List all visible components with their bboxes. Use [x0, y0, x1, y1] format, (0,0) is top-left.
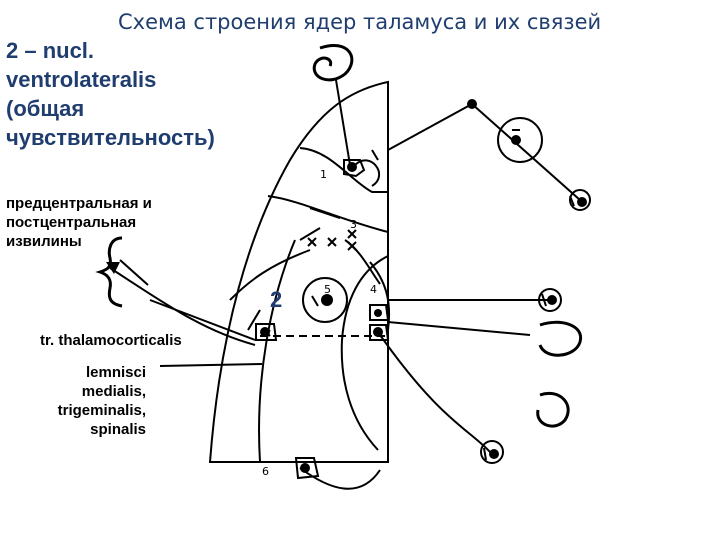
nucleus-number-6: 6 — [262, 465, 269, 478]
gyri-line: предцентральная и — [6, 195, 152, 212]
gyri-line: постцентральная — [6, 214, 137, 231]
lemnisci-line: spinalis — [90, 421, 146, 438]
spiral-top — [312, 44, 354, 82]
medial-boundary — [340, 255, 389, 451]
nucleus-number-4: 4 — [370, 283, 377, 296]
lemnisci-line: medialis, — [81, 383, 146, 400]
gyri-brace — [95, 236, 123, 308]
gyri-line: извилины — [6, 233, 82, 250]
heading-line: ventrolateralis — [6, 67, 157, 92]
heading-line: чувствительность) — [6, 125, 215, 150]
thalamocortical-arrow — [109, 267, 256, 346]
heading-line: 2 – nucl. — [6, 38, 95, 63]
slide-title: Схема строения ядер таламуса и их связей — [118, 10, 602, 34]
nucleus-number-2: 2 — [270, 287, 283, 312]
lemnisci-line: lemnisci — [85, 364, 146, 381]
nucleus-1-boundary — [299, 147, 388, 193]
thalamus-outline — [208, 80, 389, 463]
tract-label: tr. thalamocorticalis — [40, 332, 182, 349]
spiral-right-2 — [536, 391, 570, 428]
lemnisci-line: trigeminalis, — [57, 402, 146, 419]
gyri-label: предцентральная и постцентральная извили… — [6, 194, 236, 251]
nucleus-heading: 2 – nucl. ventrolateralis (общая чувстви… — [6, 36, 296, 152]
nucleus-number-5: 5 — [324, 283, 331, 296]
arrowhead — [106, 262, 120, 274]
nucleus-number-1: 1 — [320, 168, 327, 181]
heading-line: (общая — [6, 96, 85, 121]
lemnisci-label: lemnisci medialis, trigeminalis, spinali… — [20, 363, 146, 439]
spiral-right-1 — [538, 320, 583, 357]
lateral-boundary — [258, 239, 296, 463]
nucleus-number-3: 3 — [350, 218, 357, 231]
nucleus-5-circle — [302, 277, 348, 323]
